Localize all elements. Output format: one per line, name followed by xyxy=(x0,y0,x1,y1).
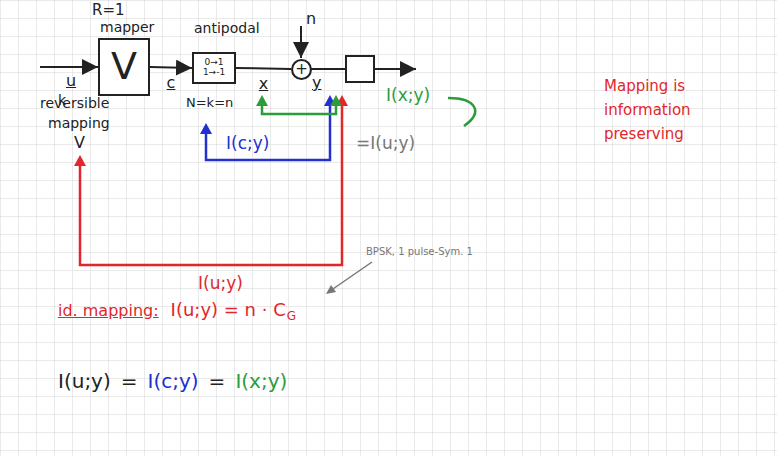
red-arrowhead xyxy=(74,155,86,166)
plus-sign: + xyxy=(295,61,308,78)
side-note: mapping xyxy=(48,116,110,131)
mutual-info: I(u;y) xyxy=(198,274,243,293)
mutual-info: =I(u;y) xyxy=(356,134,415,153)
remark: preserving xyxy=(604,126,684,143)
green-bracket xyxy=(262,104,336,114)
equals-sign: = xyxy=(209,370,226,392)
blue-arrowhead xyxy=(200,123,212,134)
block-name: mapper xyxy=(100,19,154,35)
receiver-box xyxy=(346,56,374,82)
leader-line xyxy=(330,262,372,291)
formula: I(u;y) = n · C xyxy=(171,300,286,320)
green-curve xyxy=(448,98,475,126)
signal-connector xyxy=(236,68,291,69)
output-arrow xyxy=(374,68,416,70)
formula: I(x;y) xyxy=(235,370,287,392)
signal-name: c xyxy=(167,74,176,92)
block-name: antipodal xyxy=(194,20,260,36)
mutual-info: I(x;y) xyxy=(386,86,430,105)
mutual-info: I(c;y) xyxy=(226,134,269,153)
leader-arrowhead xyxy=(326,285,336,294)
mapping-rule: 0→1 1→-1 xyxy=(201,58,227,78)
side-note: BPSK, 1 pulse-Sym. 1 xyxy=(366,246,473,257)
side-note: V xyxy=(74,134,85,152)
input-arrow xyxy=(40,66,98,68)
signal-wire xyxy=(311,68,346,70)
formula: I(u;y) xyxy=(58,370,111,392)
block-symbol: V xyxy=(111,46,137,88)
signal-connector xyxy=(150,67,192,68)
formula-subscript: G xyxy=(287,310,296,323)
remark: Mapping is xyxy=(604,78,685,95)
green-arrowhead xyxy=(330,95,342,106)
signal-name: x xyxy=(259,75,268,93)
signal-name: y xyxy=(312,74,321,92)
formula: I(c;y) xyxy=(148,370,199,392)
signal-name: u xyxy=(66,72,76,90)
side-note: reversible xyxy=(40,96,109,111)
mapper-box: mapperV xyxy=(98,38,150,96)
adder-ring xyxy=(292,60,311,79)
remark: information xyxy=(604,102,691,119)
red-bracket xyxy=(80,104,342,265)
signal-name: n xyxy=(306,10,316,28)
equals-sign: = xyxy=(121,370,138,392)
blue-bracket xyxy=(206,104,330,160)
rate-note: R=1 xyxy=(92,2,125,19)
adder-circle: + xyxy=(291,58,312,81)
noise-arrow xyxy=(300,26,302,58)
length-note: N=k=n xyxy=(186,96,233,110)
green-arrowhead xyxy=(256,95,268,106)
formula-heading: id. mapping: xyxy=(58,302,159,320)
antipodal-box: antipodal0→1 1→-1 xyxy=(192,52,236,84)
